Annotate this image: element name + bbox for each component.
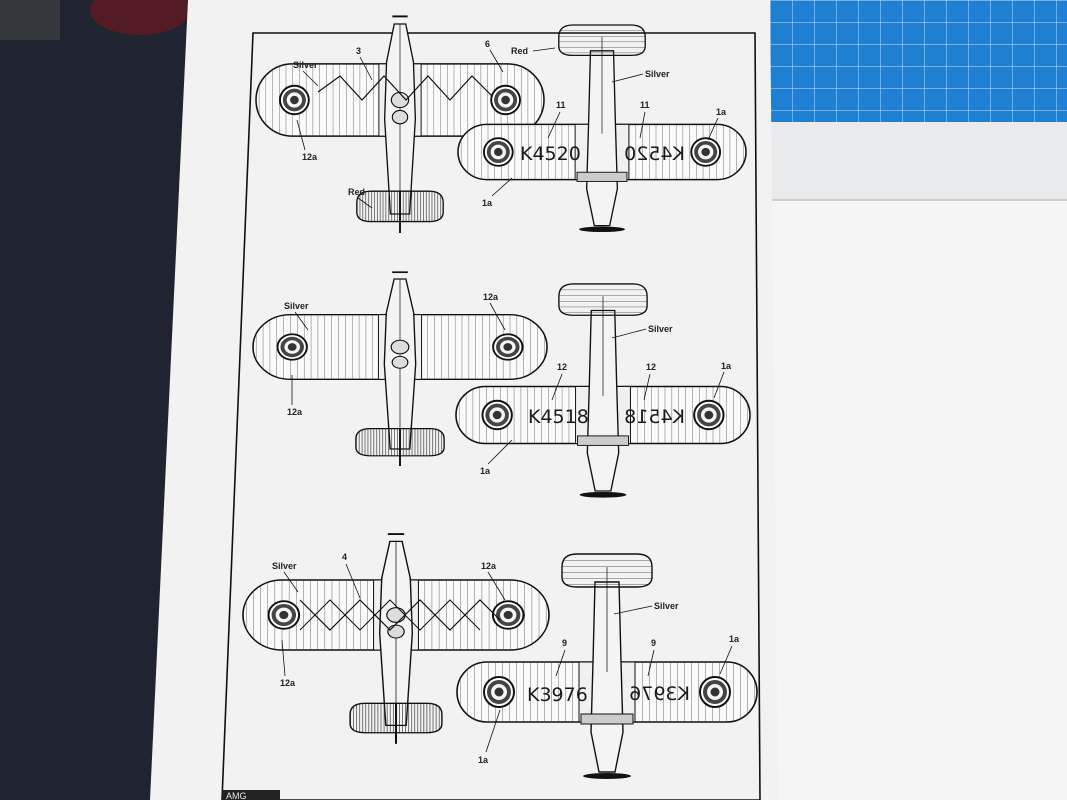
p2-bottom-part-right: 12: [646, 362, 656, 372]
p2-bottom-roundel-right: 1a: [721, 361, 732, 371]
p1-bottom-color-label: Silver: [645, 69, 670, 79]
p3-bottom-registration-mirror: K3976: [629, 683, 690, 705]
p2-bottom-part-left: 12: [557, 362, 567, 372]
p2-top-roundel-left: 12a: [287, 407, 303, 417]
profile-3-bottom-view: K3976 K3976 Silver 9 9 1a 1a: [457, 554, 757, 779]
p1-top-part-a: 3: [356, 46, 361, 56]
p3-bottom-registration: K3976: [527, 684, 588, 706]
p2-bottom-registration-mirror: K4518: [624, 406, 685, 428]
p1-top-part-b: 6: [485, 39, 490, 49]
p2-top-roundel-right: 12a: [483, 292, 499, 302]
p1-bottom-registration-mirror: K4520: [624, 143, 685, 165]
p3-bottom-roundel-right: 1a: [729, 634, 740, 644]
profile-1-top-view: Silver 3 6 12a Red: [256, 16, 544, 233]
p3-top-roundel-right: 12a: [481, 561, 497, 571]
p1-bottom-registration: K4520: [520, 143, 581, 165]
p3-bottom-color-label: Silver: [654, 601, 679, 611]
brand-label: AMG: [226, 791, 247, 800]
p1-bottom-roundel-right: 1a: [716, 107, 727, 117]
p3-top-roundel-left: 12a: [280, 678, 296, 688]
p1-top-tail-color: Red: [348, 187, 365, 197]
p1-top-color-label: Silver: [293, 60, 318, 70]
p2-top-color-label: Silver: [284, 301, 309, 311]
p2-bottom-color-label: Silver: [648, 324, 673, 334]
p1-bottom-part-right: 11: [640, 100, 650, 110]
p1-top-roundel-label: 12a: [302, 152, 318, 162]
profile-2-bottom-view: K4518 K4518 Silver 12 12 1a 1a: [456, 284, 750, 498]
p3-bottom-part-right: 9: [651, 638, 656, 648]
p1-bottom-part-left: 11: [556, 100, 566, 110]
p3-top-color-label: Silver: [272, 561, 297, 571]
p1-bottom-tail-color: Red: [511, 46, 528, 56]
p1-bottom-roundel-left: 1a: [482, 198, 493, 208]
cutting-mat: [770, 0, 1067, 122]
p3-bottom-part-left: 9: [562, 638, 567, 648]
profile-3-top-view: Silver 4 12a 12a: [243, 534, 549, 744]
p3-bottom-roundel-left: 1a: [478, 755, 489, 765]
profile-1-bottom-view: K4520 K4520 Red Silver 11 11 1a 1a: [458, 25, 746, 232]
profile-2-top-view: Silver 12a 12a: [253, 272, 547, 466]
p3-top-part-a: 4: [342, 552, 347, 562]
p2-bottom-registration: K4518: [528, 406, 589, 428]
p2-bottom-roundel-left: 1a: [480, 466, 491, 476]
